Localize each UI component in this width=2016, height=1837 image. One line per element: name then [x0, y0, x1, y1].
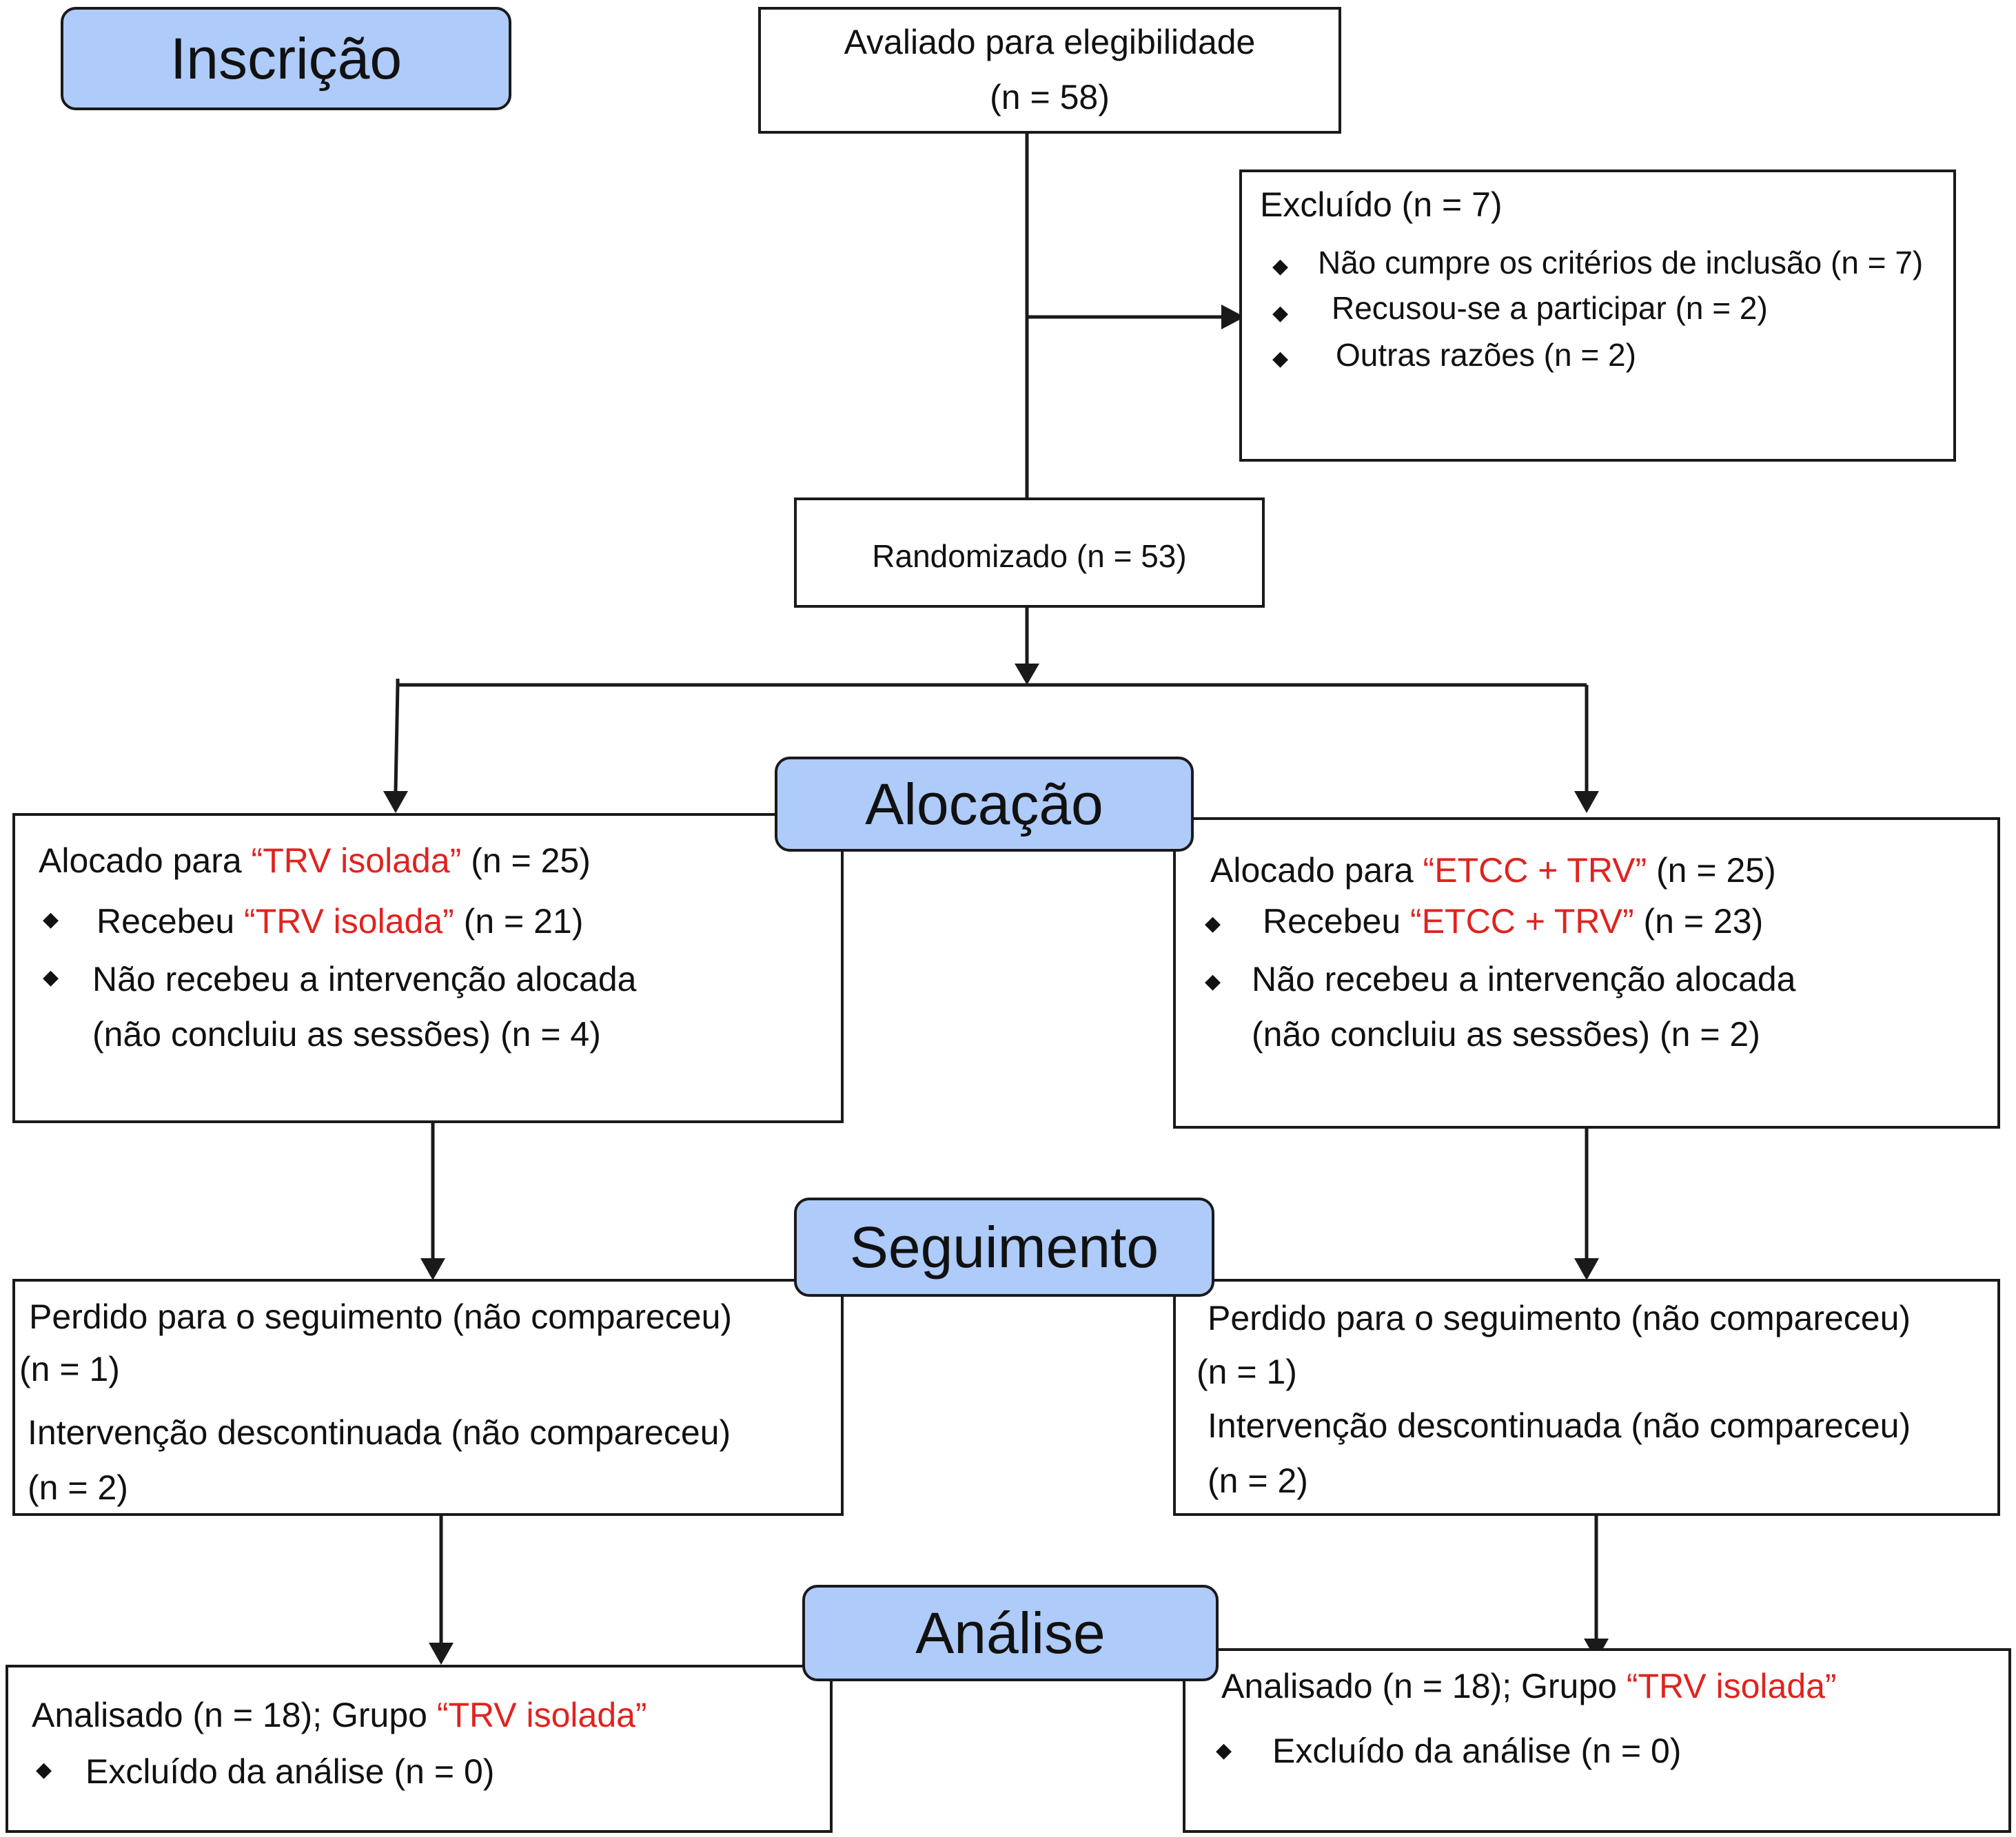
allocation-left-received-suffix: (n = 21) — [454, 902, 584, 941]
stage-analise-label: Análise — [915, 1600, 1106, 1665]
followup-left-discontinued-2: (n = 2) — [28, 1468, 128, 1507]
followup-left-lost-1: Perdido para o seguimento (não comparece… — [29, 1297, 733, 1336]
analysis-left-prefix: Analisado (n = 18); Grupo — [32, 1696, 437, 1734]
excluded-box — [1239, 170, 1956, 462]
excluded-bullet-3: ◆ — [1272, 347, 1289, 370]
analysis-left-excluded: Excluído da análise (n = 0) — [85, 1752, 495, 1791]
analysis-right-group: “TRV isolada” — [1626, 1667, 1837, 1705]
allocation-right-title: Alocado para “ETCC + TRV” (n = 25) — [1210, 853, 1776, 887]
stage-analise: Análise — [802, 1585, 1219, 1681]
stage-alocacao: Alocação — [775, 757, 1194, 852]
analysis-right-bullet: ◆ — [1216, 1739, 1232, 1762]
allocation-left-received-group: “TRV isolada” — [244, 902, 454, 941]
arrow-to-left-allocation — [394, 684, 400, 792]
allocation-left-received: Recebeu “TRV isolada” (n = 21) — [96, 904, 583, 938]
allocation-left-prefix: Alocado para — [39, 841, 252, 880]
allocation-right-bullet-1: ◆ — [1205, 912, 1221, 935]
excluded-bullet-1: ◆ — [1272, 255, 1289, 278]
allocation-left-bullet-2: ◆ — [43, 966, 59, 989]
analysis-right-excluded: Excluído da análise (n = 0) — [1272, 1732, 1682, 1770]
eligibility-box — [758, 7, 1341, 134]
excluded-item-3: Outras razões (n = 2) — [1336, 337, 1636, 373]
eligibility-line1: Avaliado para elegibilidade — [844, 23, 1256, 61]
stage-seguimento-label: Seguimento — [849, 1214, 1159, 1280]
allocation-left-title: Alocado para “TRV isolada” (n = 25) — [39, 843, 591, 878]
randomized-box — [794, 497, 1265, 608]
allocation-right-received-suffix: (n = 23) — [1633, 902, 1764, 941]
allocation-right-not-received-1: Não recebeu a intervenção alocada — [1252, 960, 1796, 998]
allocation-right-received-prefix: Recebeu — [1263, 902, 1411, 941]
excluded-item-2: Recusou-se a participar (n = 2) — [1332, 290, 1768, 326]
allocation-right-prefix: Alocado para — [1210, 851, 1423, 890]
followup-right-box — [1173, 1279, 2000, 1516]
excluded-title: Excluído (n = 7) — [1260, 185, 1503, 224]
allocation-left-group: “TRV isolada” — [251, 841, 462, 880]
stage-inscricao-label: Inscrição — [170, 25, 403, 91]
allocation-right-group: “ETCC + TRV” — [1423, 851, 1647, 890]
followup-right-discontinued-1: Intervenção descontinuada (não comparece… — [1208, 1406, 1911, 1445]
followup-left-box — [12, 1279, 844, 1516]
allocation-left-received-prefix: Recebeu — [96, 902, 245, 941]
stage-inscricao: Inscrição — [61, 7, 511, 110]
analysis-left-group: “TRV isolada” — [436, 1696, 647, 1734]
allocation-left-suffix: (n = 25) — [461, 841, 591, 880]
followup-right-lost-1: Perdido para o seguimento (não comparece… — [1208, 1299, 1911, 1337]
followup-left-lost-2: (n = 1) — [19, 1350, 120, 1388]
stage-seguimento: Seguimento — [794, 1198, 1214, 1297]
followup-right-discontinued-2: (n = 2) — [1208, 1461, 1308, 1500]
stage-alocacao-label: Alocação — [865, 771, 1103, 837]
eligibility-line2: (n = 58) — [990, 78, 1110, 116]
allocation-left-not-received-2: (não concluiu as sessões) (n = 4) — [92, 1015, 601, 1054]
analysis-right-title: Analisado (n = 18); Grupo “TRV isolada” — [1221, 1669, 1837, 1703]
followup-right-lost-2: (n = 1) — [1197, 1353, 1297, 1391]
excluded-bullet-2: ◆ — [1272, 302, 1289, 325]
allocation-left-not-received-1: Não recebeu a intervenção alocada — [92, 960, 637, 998]
randomized-label: Randomizado (n = 53) — [872, 538, 1187, 574]
allocation-left-bullet-1: ◆ — [43, 908, 59, 931]
analysis-right-prefix: Analisado (n = 18); Grupo — [1221, 1667, 1627, 1705]
allocation-right-suffix: (n = 25) — [1647, 851, 1776, 890]
allocation-right-not-received-2: (não concluiu as sessões) (n = 2) — [1252, 1015, 1760, 1054]
allocation-right-received-group: “ETCC + TRV” — [1410, 902, 1634, 941]
allocation-right-received: Recebeu “ETCC + TRV” (n = 23) — [1263, 904, 1763, 938]
allocation-right-bullet-2: ◆ — [1205, 970, 1221, 993]
analysis-right-box — [1183, 1648, 2011, 1833]
followup-left-discontinued-1: Intervenção descontinuada (não comparece… — [28, 1413, 731, 1452]
allocation-left-box — [12, 813, 844, 1123]
analysis-left-title: Analisado (n = 18); Grupo “TRV isolada” — [32, 1698, 647, 1732]
excluded-item-1: Não cumpre os critérios de inclusão (n =… — [1318, 245, 1924, 280]
allocation-right-box — [1173, 817, 2000, 1129]
analysis-left-box — [6, 1665, 833, 1833]
analysis-left-bullet: ◆ — [36, 1758, 52, 1781]
